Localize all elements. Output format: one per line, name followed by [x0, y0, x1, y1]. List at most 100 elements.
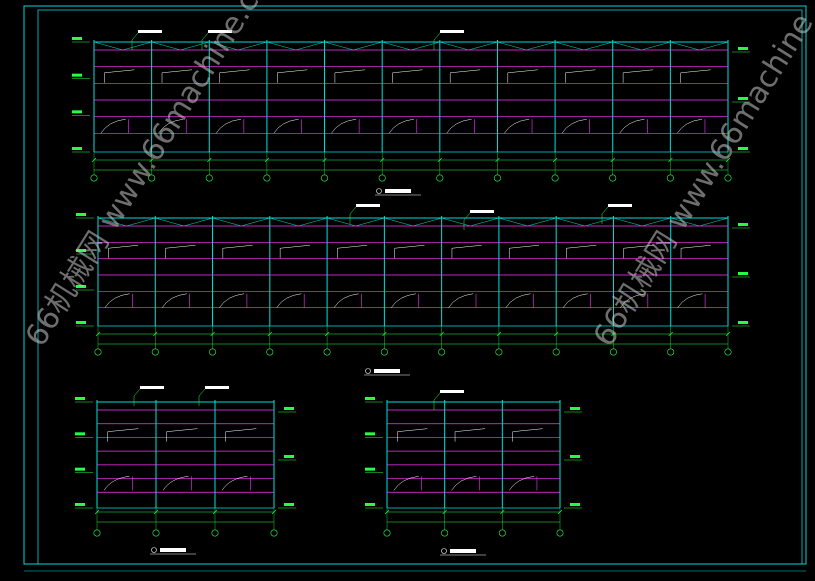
elevation-gable-2 [365, 390, 582, 556]
axis-bubble [556, 529, 564, 537]
level-label [75, 397, 85, 400]
opening-mark [512, 428, 543, 442]
roof-brace [642, 217, 671, 227]
opening-mark [451, 244, 482, 259]
axis-bubble [495, 348, 503, 356]
dimension-tick [384, 509, 390, 515]
callout-tag [440, 30, 464, 33]
axis-bubble [321, 174, 329, 182]
dimension-tick [322, 157, 327, 163]
level-label [75, 503, 85, 506]
axis-bubble [90, 174, 98, 182]
roof-brace [384, 217, 414, 227]
callout-leader [201, 32, 209, 50]
dimension-tick [495, 157, 500, 163]
dimension-tick [379, 157, 385, 163]
dimension-tick [610, 157, 615, 163]
level-label [738, 272, 748, 275]
opening-mark [108, 244, 139, 259]
dimension-tick [267, 331, 273, 337]
axis-bubble [724, 348, 732, 356]
dimension-tick [611, 331, 616, 337]
level-label [570, 455, 580, 458]
title-bubble [151, 547, 157, 553]
callout-tag [440, 390, 464, 393]
door-mark [219, 293, 245, 308]
level-label [365, 503, 375, 506]
axis-bubble [148, 174, 156, 182]
dimension-tick [668, 157, 673, 163]
door-mark [276, 293, 302, 308]
opening-mark [107, 428, 139, 442]
door-mark [331, 118, 357, 134]
axis-bubble [552, 348, 560, 356]
title-text-bar [374, 369, 400, 373]
roof-brace [212, 217, 242, 227]
dimension-tick [496, 331, 502, 337]
door-mark [393, 476, 419, 491]
opening-mark [225, 428, 257, 442]
roof-brace [699, 41, 729, 51]
dimension-tick [149, 157, 154, 163]
opening-mark [334, 69, 365, 83]
roof-brace [353, 41, 383, 51]
level-label [570, 503, 580, 506]
opening-mark [623, 244, 654, 259]
door-mark [161, 293, 187, 308]
level-label [284, 407, 294, 410]
door-mark [158, 118, 184, 134]
opening-mark [566, 244, 597, 259]
door-mark [162, 476, 189, 491]
elevation-elev-a [72, 30, 750, 196]
opening-mark [680, 244, 711, 259]
title-bubble [441, 548, 447, 554]
elevation-views [72, 30, 750, 556]
axis-bubble [323, 348, 331, 356]
roof-brace [324, 41, 354, 51]
opening-mark [392, 69, 423, 83]
door-mark [103, 476, 130, 491]
roof-brace [527, 217, 557, 227]
roof-brace [295, 41, 325, 51]
level-label [72, 110, 82, 114]
inner-border [37, 9, 803, 565]
axis-bubble [438, 348, 446, 356]
outer-border [23, 5, 807, 565]
opening-mark [337, 244, 368, 259]
dimension-tick [264, 157, 270, 163]
dimension-tick [210, 331, 215, 337]
door-mark [620, 293, 645, 308]
roof-brace [584, 217, 614, 227]
axis-bubble [263, 174, 271, 182]
axis-bubble [383, 529, 391, 537]
opening-mark [507, 69, 538, 83]
opening-mark [277, 69, 308, 83]
door-mark [446, 118, 472, 134]
door-mark [509, 476, 535, 491]
roof-brace [526, 41, 556, 51]
callout-tag [138, 30, 162, 33]
roof-brace [298, 217, 328, 227]
door-mark [562, 293, 588, 308]
level-label [738, 97, 748, 100]
dimension-tick [725, 157, 731, 163]
level-label [72, 147, 82, 150]
axis-bubble [493, 174, 501, 182]
roof-brace [583, 41, 613, 51]
axis-bubble [270, 529, 278, 537]
roof-brace [670, 217, 700, 227]
axis-bubble [666, 174, 674, 182]
axis-bubble [609, 348, 617, 356]
door-mark [273, 118, 299, 134]
level-label [365, 397, 375, 400]
axis-bubble [378, 174, 386, 182]
callout-tag [608, 204, 632, 207]
roof-brace [126, 217, 156, 227]
door-mark [619, 118, 645, 134]
roof-brace [439, 41, 469, 51]
level-label [76, 213, 86, 216]
opening-mark [219, 69, 250, 83]
roof-brace [155, 217, 184, 227]
opening-mark [165, 244, 196, 259]
